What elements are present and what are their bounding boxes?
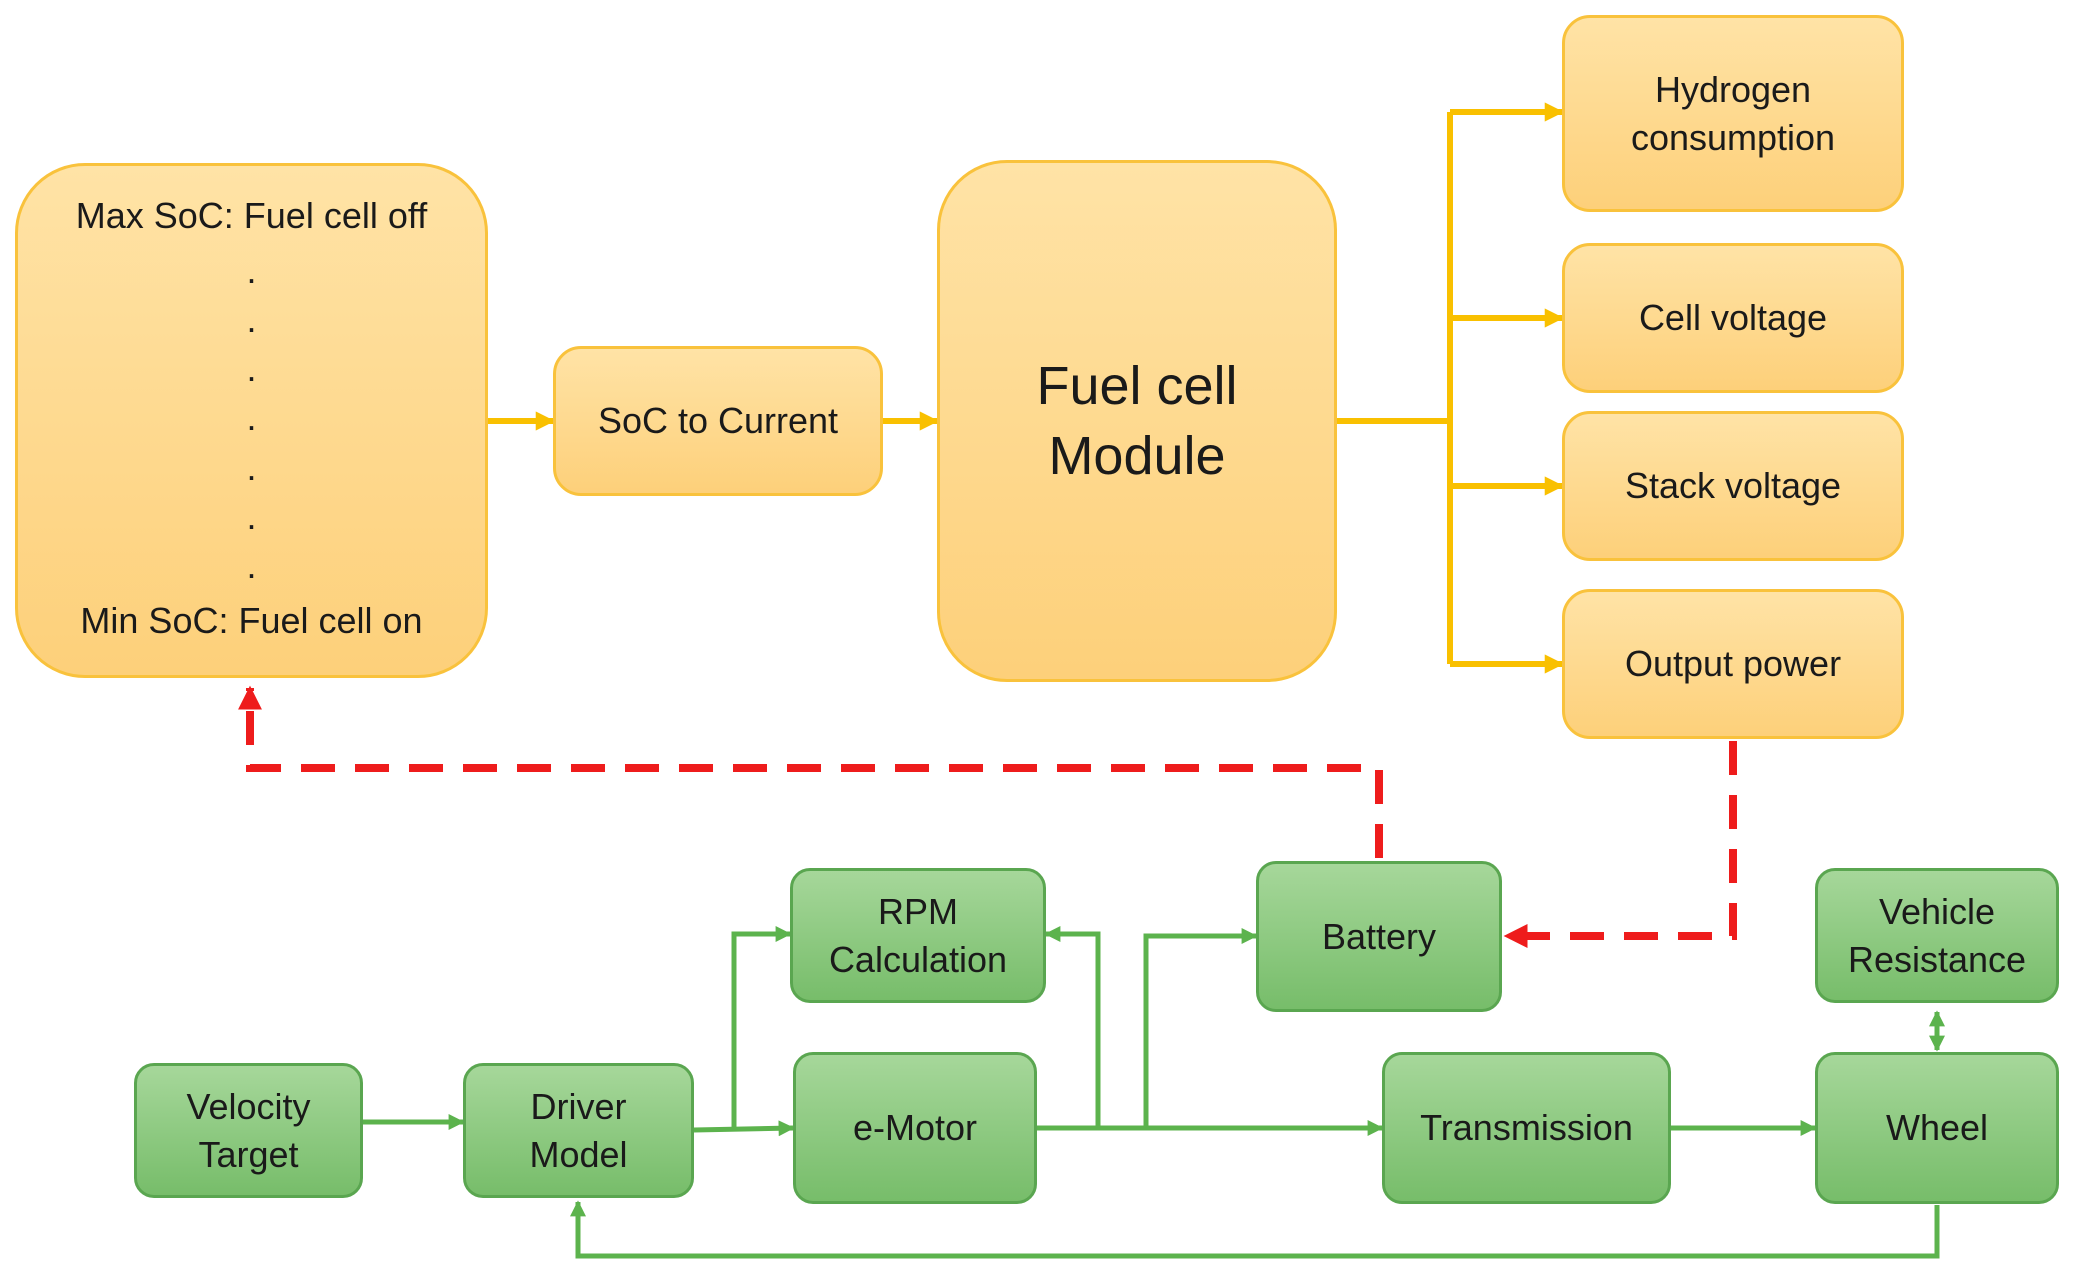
velocity-target-box: Velocity Target [134, 1063, 363, 1198]
vehicle-resistance-line2: Resistance [1847, 938, 2027, 980]
hydrogen-consumption-line1: Hydrogen [1654, 68, 1812, 110]
hydrogen-consumption-box: Hydrogen consumption [1562, 15, 1904, 212]
dot-3: . [246, 348, 257, 390]
velocity-target-line2: Target [198, 1133, 299, 1175]
velocity-target-line1: Velocity [186, 1085, 311, 1127]
dot-5: . [246, 446, 257, 488]
dot-2: . [246, 298, 257, 340]
arrow-driver-to-emotor [693, 1120, 795, 1137]
fuel-cell-module-line1: Fuel cell [1036, 355, 1238, 416]
dot-7: . [246, 545, 257, 587]
e-motor-label: e-Motor [852, 1107, 978, 1149]
soc-list-box: Max SoC: Fuel cell off . . . . . . . Min… [15, 163, 488, 678]
rpm-calculation-box: RPM Calculation [790, 868, 1046, 1003]
dashed-output-power-to-battery [1503, 741, 1737, 948]
soc-to-current-label: SoC to Current [597, 400, 839, 442]
arrow-emotor-to-rpm [1044, 925, 1101, 1128]
max-soc-label: Max SoC: Fuel cell off [75, 195, 428, 236]
arrow-driver-to-rpm [731, 925, 792, 1128]
dot-6: . [246, 495, 257, 537]
fuel-cell-module-line2: Module [1048, 426, 1226, 486]
vehicle-resistance-box: Vehicle Resistance [1815, 868, 2059, 1003]
driver-model-box: Driver Model [463, 1063, 694, 1198]
hydrogen-consumption-line2: consumption [1630, 116, 1836, 158]
cell-voltage-label: Cell voltage [1638, 297, 1828, 339]
dashed-battery-to-soc-list [238, 685, 1383, 858]
driver-model-line2: Model [529, 1133, 628, 1175]
transmission-box: Transmission [1382, 1052, 1671, 1204]
output-power-box: Output power [1562, 589, 1904, 739]
soc-to-current-box: SoC to Current [553, 346, 883, 496]
driver-model-line1: Driver [530, 1085, 627, 1127]
battery-box: Battery [1256, 861, 1502, 1012]
wheel-label: Wheel [1885, 1107, 1989, 1149]
vehicle-resistance-line1: Vehicle [1878, 890, 1996, 932]
dot-1: . [246, 249, 257, 291]
e-motor-box: e-Motor [793, 1052, 1037, 1204]
arrow-wheel-to-driver-feedback [569, 1200, 1940, 1259]
min-soc-label: Min SoC: Fuel cell on [80, 600, 423, 642]
arrow-emotor-to-battery [1143, 927, 1258, 1128]
battery-label: Battery [1321, 915, 1437, 957]
dot-4: . [246, 397, 257, 439]
stack-voltage-label: Stack voltage [1624, 465, 1842, 507]
transmission-label: Transmission [1420, 1107, 1633, 1149]
cell-voltage-box: Cell voltage [1562, 243, 1904, 393]
wheel-box: Wheel [1815, 1052, 2059, 1204]
output-power-label: Output power [1624, 643, 1842, 685]
rpm-calculation-line2: Calculation [828, 938, 1008, 980]
stack-voltage-box: Stack voltage [1562, 411, 1904, 561]
fuel-cell-module-box: Fuel cell Module [937, 160, 1337, 682]
rpm-calculation-line1: RPM [878, 890, 958, 932]
